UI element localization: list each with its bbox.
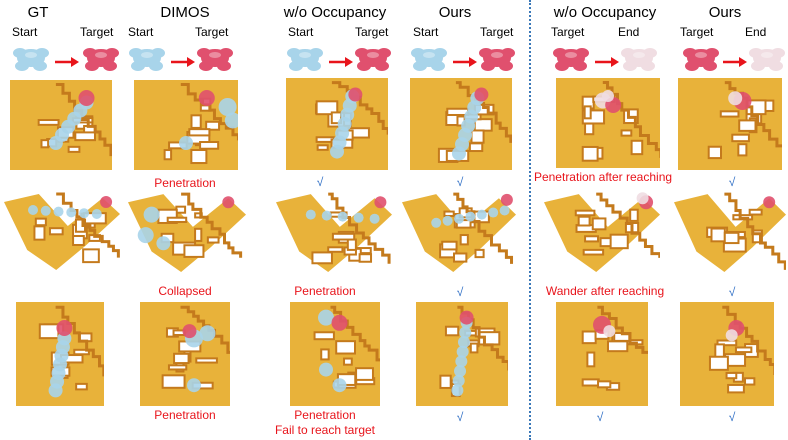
scene-r2-dimos: [128, 192, 246, 272]
body-icon-right-1: [197, 48, 233, 71]
caption-r3-wo1-a: Penetration: [294, 408, 356, 422]
arrow-icon-2: [329, 57, 353, 67]
body-icon-right-4: [621, 48, 657, 71]
arrow-icon-1: [171, 57, 195, 67]
body-icon-right-0: [83, 48, 119, 71]
caption-r3-ours1: √: [456, 410, 464, 424]
col-title-ours-1: Ours: [438, 4, 472, 21]
caption-r1-ours1: √: [456, 175, 464, 189]
col-title-gt: GT: [27, 4, 49, 21]
caption-r2-wo2: Wander after reaching: [545, 284, 665, 298]
scene-r3-wo1: [290, 302, 380, 406]
caption-r1-ours2: √: [728, 175, 736, 189]
scene-r1-ours2: [678, 78, 782, 170]
sub-target-gt: Target: [80, 25, 114, 39]
sub-end-wo2: End: [618, 25, 640, 39]
sub-start-wo1: Start: [288, 25, 314, 39]
col-title-dimos: DIMOS: [160, 4, 210, 21]
caption-r1-wo1: √: [316, 175, 324, 189]
caption-r3-dimos: Penetration: [154, 408, 216, 422]
caption-r3-wo2: √: [596, 410, 604, 424]
body-icon-left-1: [129, 48, 165, 71]
sub-start-gt: Start: [12, 25, 38, 39]
scene-r1-dimos: [134, 80, 238, 170]
body-icon-left-0: [13, 48, 49, 71]
arrow-icon-5: [723, 57, 747, 67]
sub-target-wo1: Target: [355, 25, 389, 39]
arrow-icon-3: [453, 57, 477, 67]
scene-r3-ours2: [680, 302, 774, 406]
caption-r3-ours2: √: [728, 410, 736, 424]
arrow-icon-4: [595, 57, 619, 67]
scene-r2-gt: [4, 192, 120, 270]
caption-r1-wo2: Penetration after reaching: [533, 170, 673, 184]
caption-r2-ours2: √: [728, 285, 736, 299]
caption-r3-wo1-b: Fail to reach target: [274, 423, 376, 437]
body-icon-right-2: [355, 48, 391, 71]
col-title-wo-occupancy-1: w/o Occupancy: [283, 4, 387, 21]
body-icon-left-5: [683, 48, 719, 71]
arrow-icon-0: [55, 57, 79, 67]
body-icon-right-3: [479, 48, 515, 71]
caption-r2-wo1: Penetration: [294, 284, 356, 298]
scene-r1-wo1: [286, 78, 388, 170]
scene-r3-gt: [16, 302, 104, 406]
sub-start-ours1: Start: [413, 25, 439, 39]
col-title-wo-occupancy-2: w/o Occupancy: [553, 4, 657, 21]
section-divider: [529, 0, 531, 440]
scene-r1-ours1: [410, 78, 512, 170]
scene-r2-wo1: [276, 192, 392, 272]
scene-r1-gt: [10, 80, 112, 170]
body-icon-left-2: [287, 48, 323, 71]
scene-r3-ours1: [416, 302, 508, 406]
body-icon-left-3: [411, 48, 447, 71]
body-icon-right-5: [749, 48, 785, 71]
sub-target-ours2: Target: [680, 25, 714, 39]
caption-r1-dimos: Penetration: [154, 176, 216, 190]
scene-r2-ours2: [674, 192, 786, 272]
scene-r2-wo2: [544, 192, 660, 272]
col-title-ours-2: Ours: [708, 4, 742, 21]
caption-r2-dimos: Collapsed: [158, 284, 212, 298]
sub-target-wo2: Target: [551, 25, 585, 39]
sub-start-dimos: Start: [128, 25, 154, 39]
sub-target-ours1: Target: [480, 25, 514, 39]
caption-r2-ours1: √: [456, 285, 464, 299]
scene-r2-ours1: [402, 192, 516, 272]
sub-target-dimos: Target: [195, 25, 229, 39]
body-icon-left-4: [553, 48, 589, 71]
scene-r1-wo2: [556, 78, 660, 168]
sub-end-ours2: End: [745, 25, 767, 39]
scene-r3-dimos: [140, 302, 230, 406]
scene-r3-wo2: [556, 302, 648, 406]
